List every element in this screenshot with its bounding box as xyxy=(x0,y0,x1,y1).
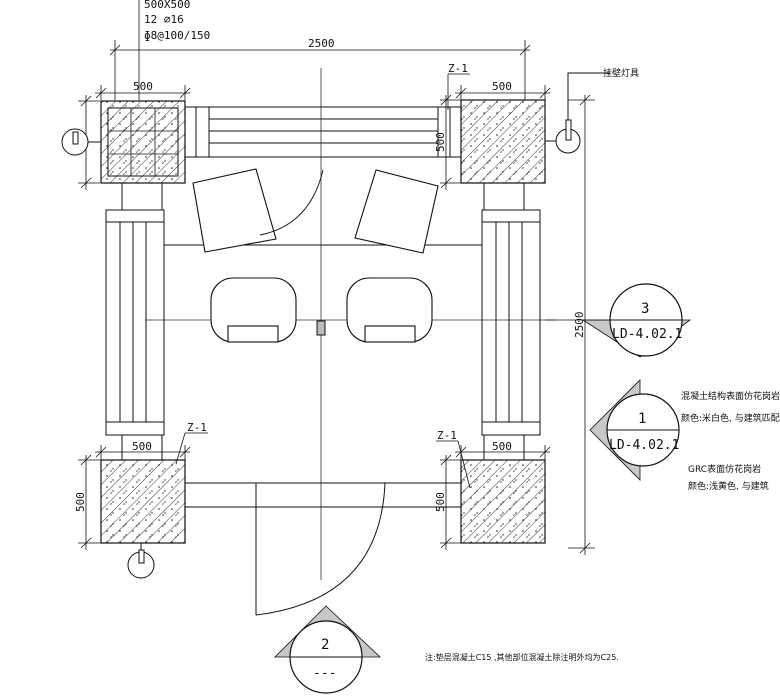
seat-right xyxy=(346,277,433,343)
callout-2 xyxy=(274,605,382,694)
bench-top xyxy=(184,106,462,158)
note-bottom: 注:垫层混凝土C15 ,其他部位混凝土除注明外均为C25. xyxy=(425,652,619,662)
callout-2-ref: --- xyxy=(313,666,336,681)
bench-left xyxy=(105,182,165,461)
pier-bottom-left xyxy=(100,459,186,544)
dimension-pier-bl xyxy=(78,432,208,550)
dimension-overall-height xyxy=(568,94,595,555)
callout-3-number: 3 xyxy=(641,301,649,317)
note-grc-line1: GRC表面仿花岗岩 xyxy=(688,463,761,475)
bench-right xyxy=(481,182,541,461)
dim-overall-width-text: 2500 xyxy=(308,37,335,50)
pavilion-outline xyxy=(164,244,482,508)
dim-pier-tr-h: 500 xyxy=(434,132,447,152)
callout-2-number: 2 xyxy=(321,637,329,653)
callout-1-number: 1 xyxy=(638,411,646,427)
dimension-overall-width xyxy=(109,40,531,100)
label-z1-top-right: Z-1 xyxy=(448,62,468,75)
label-z1-bottom-right: Z-1 xyxy=(437,429,457,442)
pier-top-left xyxy=(100,100,186,184)
wall-lamp-left xyxy=(61,128,101,156)
wall-lamp-right xyxy=(545,72,610,154)
label-wall-lamp: 挂壁灯具 xyxy=(603,67,639,79)
label-z1-bottom-left: Z-1 xyxy=(187,421,207,434)
rebar-bars: 12 ⌀16 xyxy=(144,13,184,26)
center-post xyxy=(316,320,326,336)
dim-pier-bl-h: 500 xyxy=(74,492,87,512)
dim-pier-bl-w: 500 xyxy=(132,440,152,453)
dimension-pier-br xyxy=(436,440,551,550)
pier-bottom-right xyxy=(460,459,546,544)
seat-left xyxy=(210,277,297,343)
dimension-pier-tr xyxy=(440,73,551,190)
callout-3 xyxy=(545,283,692,358)
wall-lamp-bottom xyxy=(127,543,155,579)
dim-pier-tr-w: 500 xyxy=(492,80,512,93)
chair-right xyxy=(354,169,439,254)
callout-1 xyxy=(589,379,680,481)
rebar-stirrups: ɸ8@100/150 xyxy=(144,29,210,42)
dim-overall-height-text: 2500 xyxy=(573,312,586,339)
door-bottom xyxy=(255,482,386,616)
callout-3-ref: LD-4.02.1 xyxy=(612,327,682,342)
dim-pier-tl-w: 500 xyxy=(133,80,153,93)
chair-left xyxy=(192,168,277,253)
dim-pier-br-h: 500 xyxy=(434,492,447,512)
dim-pier-br-w: 500 xyxy=(492,440,512,453)
callout-1-ref: LD-4.02.1 xyxy=(609,438,679,453)
note-concrete-line2: 颜色:米白色, 与建筑匹配 xyxy=(681,412,780,424)
rebar-size: 500X500 xyxy=(144,0,190,11)
pier-top-right xyxy=(460,99,546,184)
note-grc-line2: 颜色:浅黄色, 与建筑 xyxy=(688,480,769,492)
door-swing-top xyxy=(259,169,324,236)
note-concrete-line1: 混凝土结构表面仿花岗岩喷涂 xyxy=(681,390,780,402)
